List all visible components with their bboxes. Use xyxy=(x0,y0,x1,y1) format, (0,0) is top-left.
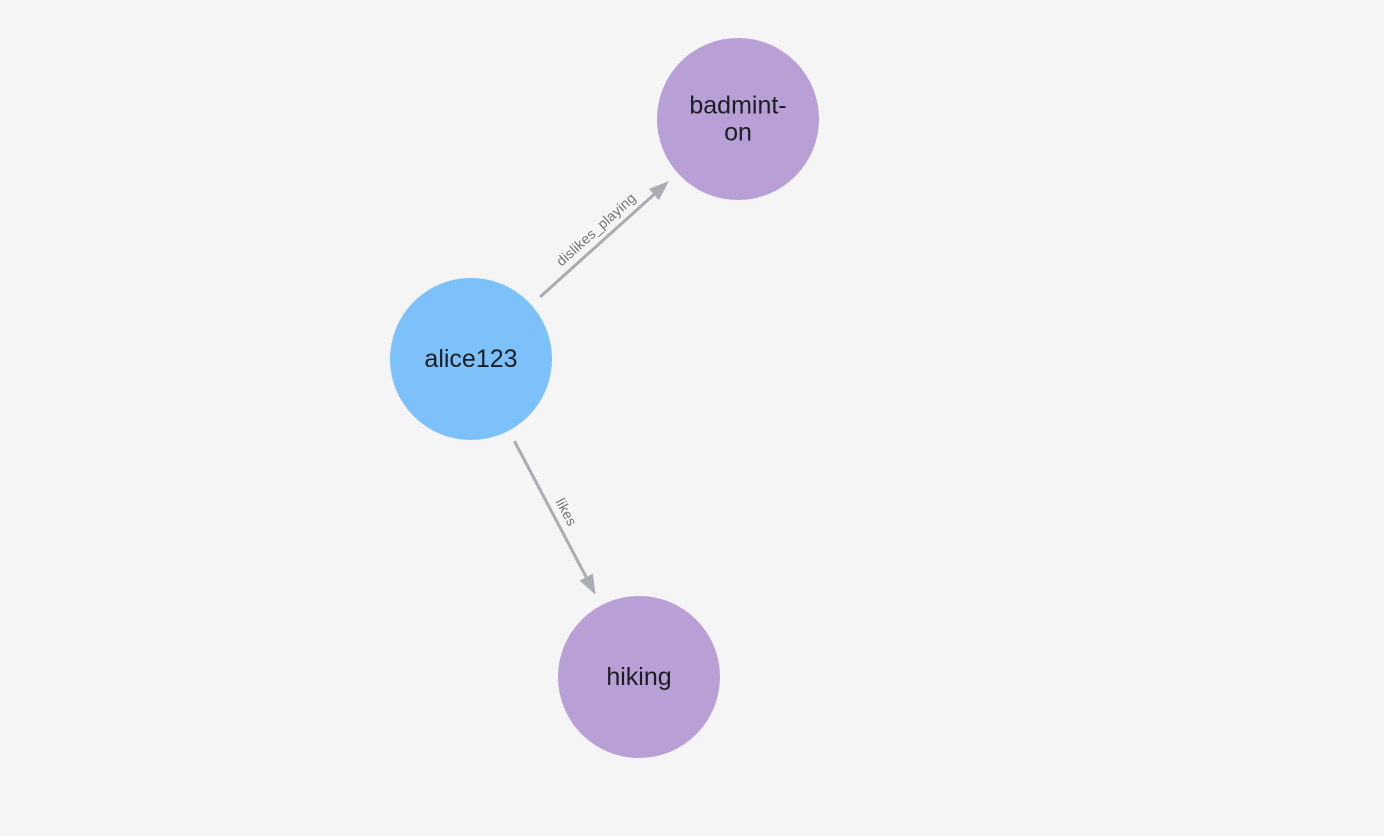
edge-line-dislikes_playing[interactable] xyxy=(539,193,655,298)
graph-node-alice123[interactable]: alice123 xyxy=(390,278,552,440)
node-circle-badminton[interactable] xyxy=(657,38,819,200)
edge-label-dislikes_playing: dislikes_playing xyxy=(553,190,639,270)
graph-node-hiking[interactable]: hiking xyxy=(558,596,720,758)
graph-edge-likes[interactable]: likes xyxy=(513,440,596,595)
node-circle-alice123[interactable] xyxy=(390,278,552,440)
arrowhead-icon xyxy=(648,181,669,201)
edge-line-likes[interactable] xyxy=(513,440,588,578)
graph-node-badminton[interactable]: badmint-on xyxy=(657,38,819,200)
graph-edge-dislikes_playing[interactable]: dislikes_playing xyxy=(539,181,669,298)
node-circle-hiking[interactable] xyxy=(558,596,720,758)
arrowhead-icon xyxy=(579,573,596,595)
